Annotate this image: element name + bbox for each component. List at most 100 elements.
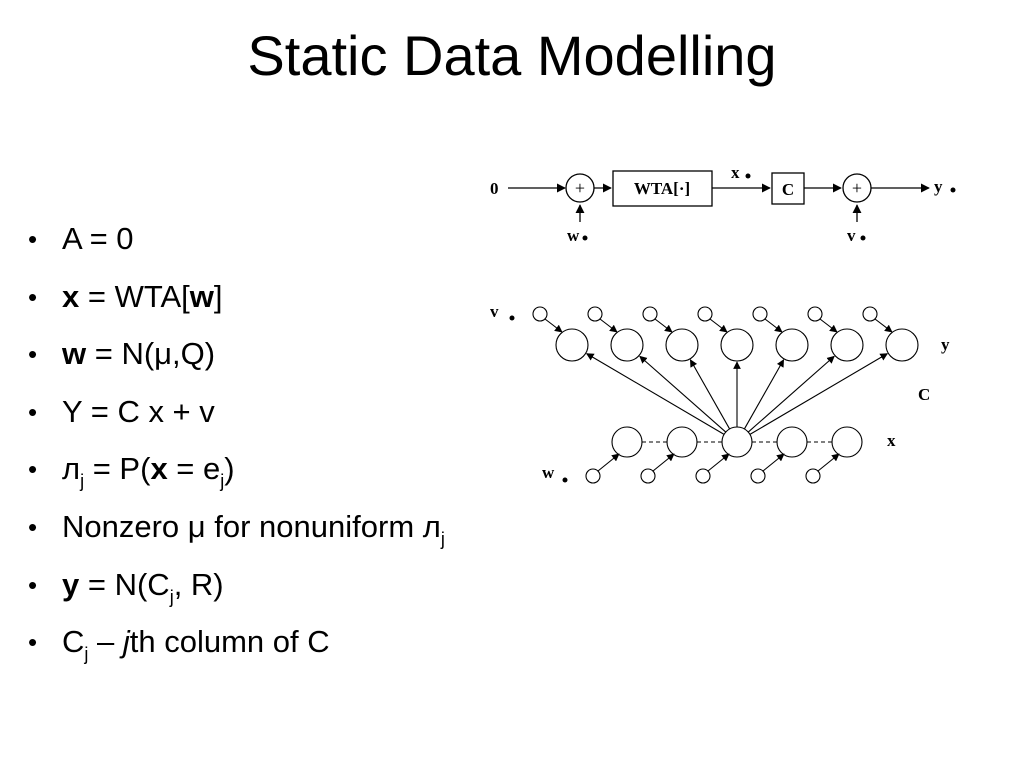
wta-box bbox=[612, 170, 713, 207]
bullet-list: A = 0 x = WTA[w] w = N(μ,Q) Y = C x + v … bbox=[28, 222, 588, 683]
input-zero-label: 0 bbox=[490, 179, 499, 198]
bullet-a-equals-zero: A = 0 bbox=[28, 222, 588, 280]
slide-title: Static Data Modelling bbox=[247, 24, 777, 87]
x-node bbox=[611, 426, 643, 458]
y-node bbox=[885, 328, 919, 362]
c-label: C bbox=[782, 180, 794, 199]
block-diagram: 0 + w WTA[·] x C + v y bbox=[490, 163, 956, 245]
y-node bbox=[720, 328, 754, 362]
noise-link bbox=[652, 453, 675, 472]
v-noise-node bbox=[532, 306, 548, 322]
noise-link bbox=[874, 318, 893, 333]
x-node bbox=[831, 426, 863, 458]
noise-link bbox=[544, 318, 563, 333]
bullet-text: = P( bbox=[84, 451, 151, 487]
v-noise-node bbox=[752, 306, 768, 322]
bullet-text: Nonzero μ for nonuniform л bbox=[62, 508, 441, 544]
bullet-y-normal: y = N(Cj, R) bbox=[28, 566, 588, 626]
weight-link bbox=[585, 353, 725, 435]
plus-symbol: + bbox=[852, 178, 862, 198]
bullet-text: , R) bbox=[173, 566, 224, 602]
weight-link bbox=[743, 359, 785, 430]
w-noise-node bbox=[695, 468, 711, 484]
italic-j: j bbox=[122, 624, 130, 660]
bold-w: w bbox=[189, 278, 214, 314]
y-node bbox=[555, 328, 589, 362]
w-label: w bbox=[542, 463, 555, 482]
bullet-text: C bbox=[62, 624, 85, 660]
v-noise-node bbox=[807, 306, 823, 322]
bullet-text: = WTA[ bbox=[79, 278, 190, 314]
v-noise-node bbox=[587, 306, 603, 322]
dot bbox=[509, 315, 515, 321]
dot bbox=[745, 173, 751, 179]
subscript-j: j bbox=[80, 471, 85, 492]
network-diagram: v y C x w bbox=[490, 302, 950, 484]
c-box bbox=[771, 172, 805, 205]
x-label: x bbox=[731, 163, 740, 182]
bullet-text: Y = C x + v bbox=[62, 393, 215, 429]
w-label: w bbox=[567, 226, 580, 245]
noise-link bbox=[654, 318, 673, 333]
v-noise-node bbox=[642, 306, 658, 322]
bullet-text: = N(C bbox=[79, 566, 170, 602]
dot bbox=[582, 235, 588, 241]
bullet-y-equation: Y = C x + v bbox=[28, 393, 588, 453]
subscript-j: j bbox=[440, 528, 445, 549]
subscript-j: j bbox=[169, 586, 174, 607]
bold-x: x bbox=[62, 278, 80, 314]
subscript-j: j bbox=[220, 471, 225, 492]
bullet-w-normal: w = N(μ,Q) bbox=[28, 337, 588, 395]
bullet-text: – bbox=[88, 624, 123, 660]
bullet-text: ] bbox=[213, 278, 223, 314]
noise-link bbox=[764, 318, 783, 333]
c-label: C bbox=[918, 385, 930, 404]
wta-label: WTA[·] bbox=[634, 179, 690, 198]
y-label: y bbox=[934, 177, 943, 196]
y-node bbox=[665, 328, 699, 362]
noise-link bbox=[817, 453, 840, 472]
w-noise-node bbox=[805, 468, 821, 484]
v-noise-node bbox=[862, 306, 878, 322]
plus-symbol: + bbox=[575, 178, 585, 198]
x-node bbox=[666, 426, 698, 458]
y-node bbox=[610, 328, 644, 362]
bullet-x-wta: x = WTA[w] bbox=[28, 278, 588, 338]
bullet-cj-column: Cj – jth column of C bbox=[28, 625, 588, 683]
bold-w: w bbox=[62, 336, 87, 372]
y-label: y bbox=[941, 335, 950, 354]
bullet-text: = e bbox=[167, 451, 221, 487]
w-noise-node bbox=[640, 468, 656, 484]
bullet-nonzero-mu: Nonzero μ for nonuniform лj bbox=[28, 508, 588, 568]
bullet-text: л bbox=[62, 451, 81, 487]
dot bbox=[950, 187, 956, 193]
bold-y: y bbox=[62, 566, 80, 602]
v-label: v bbox=[847, 226, 856, 245]
subscript-j: j bbox=[84, 644, 89, 665]
noise-link bbox=[707, 453, 730, 472]
x-label: x bbox=[887, 431, 896, 450]
bullet-text: = N(μ,Q) bbox=[86, 336, 216, 372]
noise-link bbox=[762, 453, 785, 472]
x-node bbox=[776, 426, 808, 458]
w-noise-node bbox=[585, 468, 601, 484]
v-noise-node bbox=[697, 306, 713, 322]
weight-link bbox=[749, 353, 889, 435]
x-node bbox=[721, 426, 753, 458]
noise-link bbox=[597, 453, 620, 472]
dot bbox=[860, 235, 866, 241]
y-node bbox=[830, 328, 864, 362]
noise-link bbox=[599, 318, 618, 333]
weight-link bbox=[639, 355, 727, 433]
y-node bbox=[775, 328, 809, 362]
bullet-prior-probability: лj = P(x = ej) bbox=[28, 452, 588, 510]
noise-link bbox=[819, 318, 838, 333]
noise-link bbox=[709, 318, 728, 333]
bullet-text: ) bbox=[224, 451, 235, 487]
w-noise-node bbox=[750, 468, 766, 484]
weight-link bbox=[747, 355, 835, 433]
dot bbox=[562, 477, 568, 483]
bullet-text: A = 0 bbox=[62, 221, 134, 256]
bold-x: x bbox=[150, 451, 168, 487]
